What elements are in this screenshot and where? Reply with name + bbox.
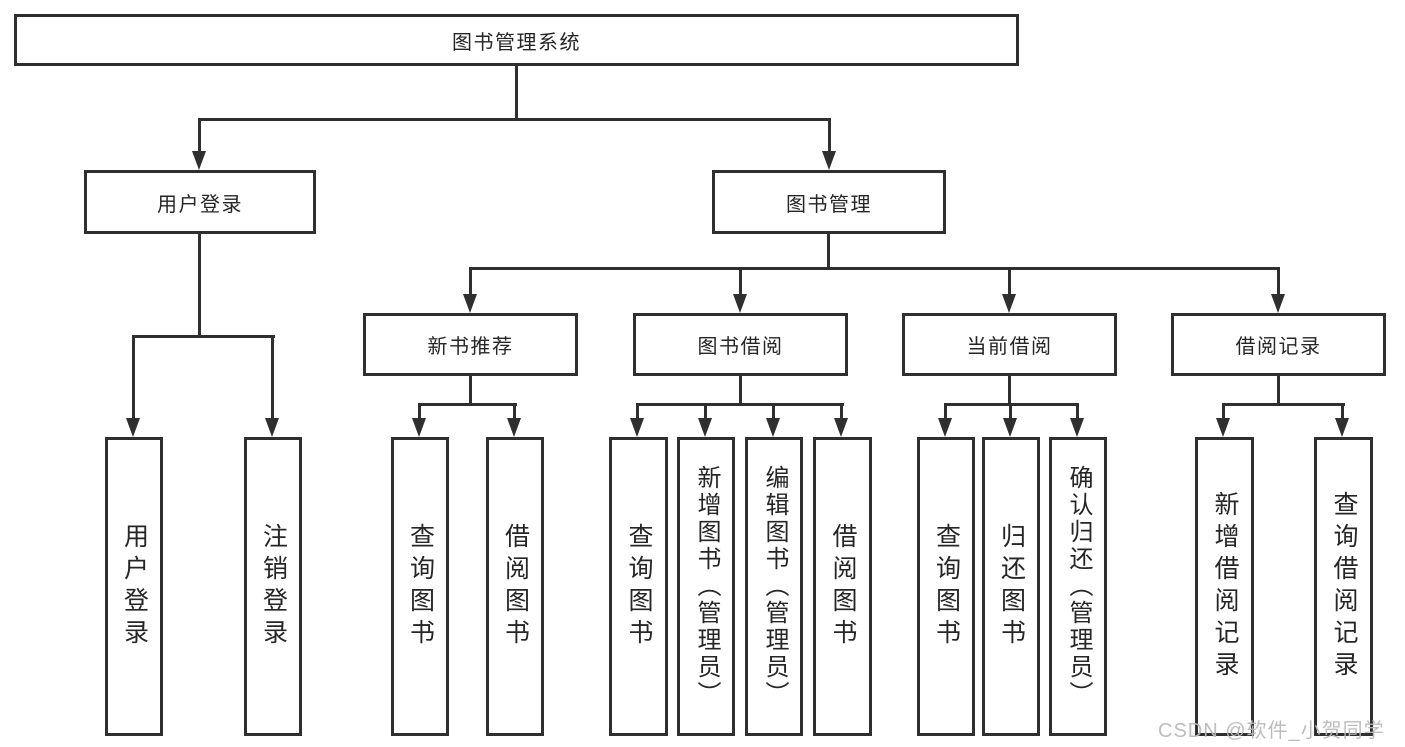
node-label: 确认归还（管理员） <box>1065 465 1092 708</box>
node-book-borrow: 图书借阅 <box>633 313 848 376</box>
node-current-confirm-return: 确认归还（管理员） <box>1049 437 1107 736</box>
node-library-management-system: 图书管理系统 <box>14 14 1019 66</box>
connector-hline <box>469 267 1280 270</box>
node-record-add: 新增借阅记录 <box>1195 437 1254 736</box>
arrow-down-icon <box>822 118 836 170</box>
connector-vline <box>827 232 830 270</box>
arrow-down-icon <box>1003 403 1017 437</box>
node-label: 注销登录 <box>259 522 288 651</box>
connector-vline <box>198 232 201 338</box>
csdn-watermark: CSDN @软件_小贺同学 <box>1158 720 1385 742</box>
node-borrow-query-book: 查询图书 <box>609 437 668 736</box>
node-label: 归还图书 <box>997 522 1026 651</box>
node-label: 图书管理系统 <box>452 31 581 54</box>
arrow-down-icon <box>938 403 952 437</box>
node-label: 新增图书（管理员） <box>693 465 720 708</box>
node-label: 借阅图书 <box>829 522 857 651</box>
connector-vline <box>1008 374 1011 406</box>
node-current-return-book: 归还图书 <box>982 437 1040 736</box>
arrow-down-icon <box>192 118 206 170</box>
node-recommend-borrow-book: 借阅图书 <box>486 437 544 736</box>
arrow-down-icon <box>1271 267 1285 313</box>
connector-hline <box>418 403 517 406</box>
node-logout-leaf: 注销登录 <box>244 437 302 736</box>
node-label: 查询图书 <box>932 522 961 651</box>
node-label: 查询借阅记录 <box>1330 490 1358 683</box>
node-borrow-add-book: 新增图书（管理员） <box>677 437 735 736</box>
arrow-down-icon <box>1335 403 1349 437</box>
arrow-down-icon <box>126 335 140 437</box>
node-label: 借阅记录 <box>1235 336 1322 358</box>
arrow-down-icon <box>733 267 747 313</box>
arrow-down-icon <box>834 403 848 437</box>
node-record-query: 查询借阅记录 <box>1314 437 1373 736</box>
node-label: 借阅图书 <box>501 522 530 651</box>
arrow-down-icon <box>1002 267 1016 313</box>
arrow-down-icon <box>1070 403 1084 437</box>
node-label: 新增借阅记录 <box>1211 490 1239 683</box>
node-current-borrow: 当前借阅 <box>902 313 1117 376</box>
node-borrow-record: 借阅记录 <box>1171 313 1386 376</box>
connector-hline <box>636 403 844 406</box>
connector-vline <box>515 64 518 121</box>
node-label: 编辑图书（管理员） <box>761 465 788 708</box>
connector-vline <box>739 374 742 406</box>
node-borrow-borrow-book: 借阅图书 <box>813 437 872 736</box>
arrow-down-icon <box>412 403 426 437</box>
node-book-management: 图书管理 <box>712 170 946 234</box>
node-label: 用户登录 <box>120 522 149 651</box>
arrow-down-icon <box>507 403 521 437</box>
node-label: 新书推荐 <box>427 336 514 358</box>
node-user-login-leaf: 用户登录 <box>105 437 163 736</box>
node-borrow-edit-book: 编辑图书（管理员） <box>745 437 803 736</box>
arrow-down-icon <box>630 403 644 437</box>
connector-hline <box>132 335 275 338</box>
node-current-query-book: 查询图书 <box>917 437 975 736</box>
node-label: 查询图书 <box>625 522 653 651</box>
arrow-down-icon <box>698 403 712 437</box>
node-label: 图书借阅 <box>697 336 784 358</box>
connector-vline <box>469 374 472 406</box>
arrow-down-icon <box>463 267 477 313</box>
arrow-down-icon <box>1216 403 1230 437</box>
node-user-login: 用户登录 <box>84 170 316 234</box>
connector-vline <box>1277 374 1280 406</box>
connector-hline <box>198 118 831 121</box>
node-label: 查询图书 <box>406 522 435 651</box>
node-label: 图书管理 <box>786 193 872 216</box>
connector-hline <box>1222 403 1345 406</box>
node-new-book-recommend: 新书推荐 <box>363 313 578 376</box>
node-label: 用户登录 <box>157 193 243 216</box>
arrow-down-icon <box>265 335 279 437</box>
node-recommend-query-book: 查询图书 <box>391 437 449 736</box>
node-label: 当前借阅 <box>966 336 1053 358</box>
arrow-down-icon <box>766 403 780 437</box>
